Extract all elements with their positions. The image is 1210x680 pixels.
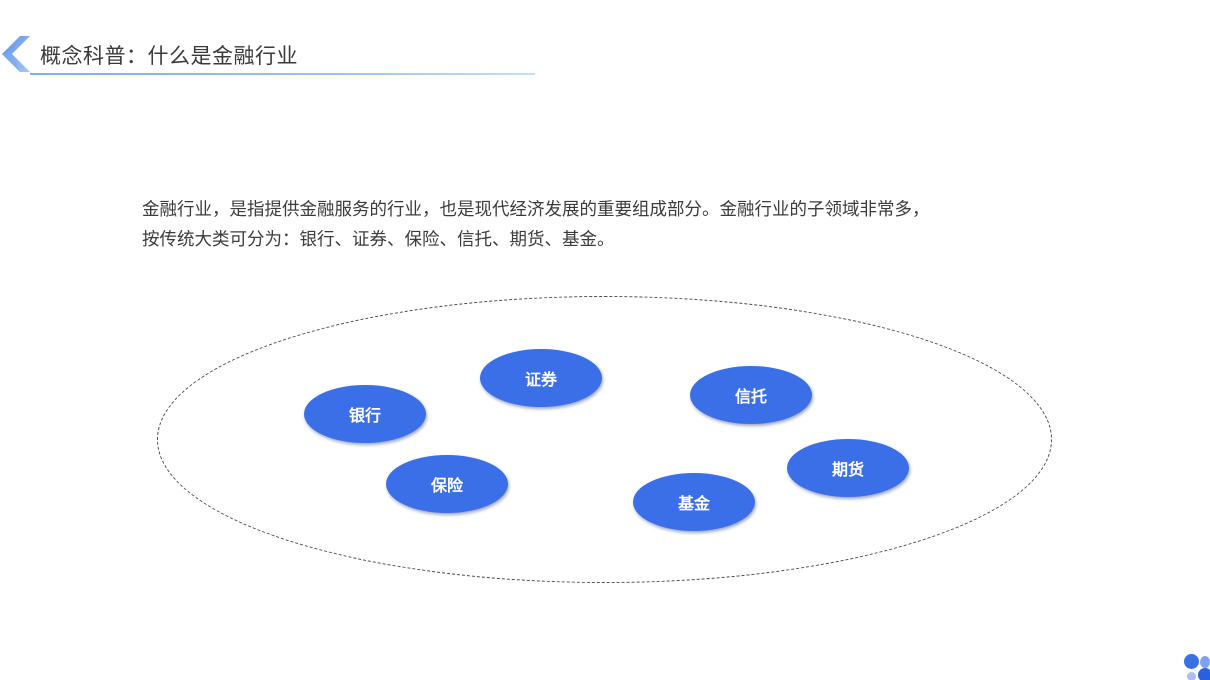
- bubble-futures: 期货: [787, 439, 909, 497]
- bubble-label: 银行: [348, 406, 381, 425]
- bubble-fund: 基金: [633, 473, 755, 531]
- bubble-label: 证券: [524, 370, 557, 389]
- bubble-label: 保险: [430, 476, 463, 495]
- finance-industry-ellipse: [157, 296, 1052, 583]
- intro-line-1: 金融行业，是指提供金融服务的行业，也是现代经济发展的重要组成部分。金融行业的子领…: [142, 200, 930, 220]
- bubble-bank: 银行: [304, 385, 426, 443]
- blue-dots-icon: [1180, 652, 1210, 680]
- bubble-insurance: 保险: [386, 455, 508, 513]
- slide-header: 概念科普：什么是金融行业: [0, 30, 540, 78]
- bubble-securities: 证券: [480, 349, 602, 407]
- bubble-label: 基金: [677, 494, 710, 513]
- bubble-label: 信托: [734, 387, 767, 406]
- page-title: 概念科普：什么是金融行业: [40, 44, 298, 68]
- chevron-left-icon: [2, 36, 30, 72]
- intro-paragraph: 金融行业，是指提供金融服务的行业，也是现代经济发展的重要组成部分。金融行业的子领…: [142, 195, 1072, 255]
- bubble-trust: 信托: [690, 366, 812, 424]
- title-underline: [30, 73, 535, 75]
- bubble-label: 期货: [831, 460, 864, 479]
- intro-line-2: 按传统大类可分为：银行、证券、保险、信托、期货、基金。: [142, 230, 615, 250]
